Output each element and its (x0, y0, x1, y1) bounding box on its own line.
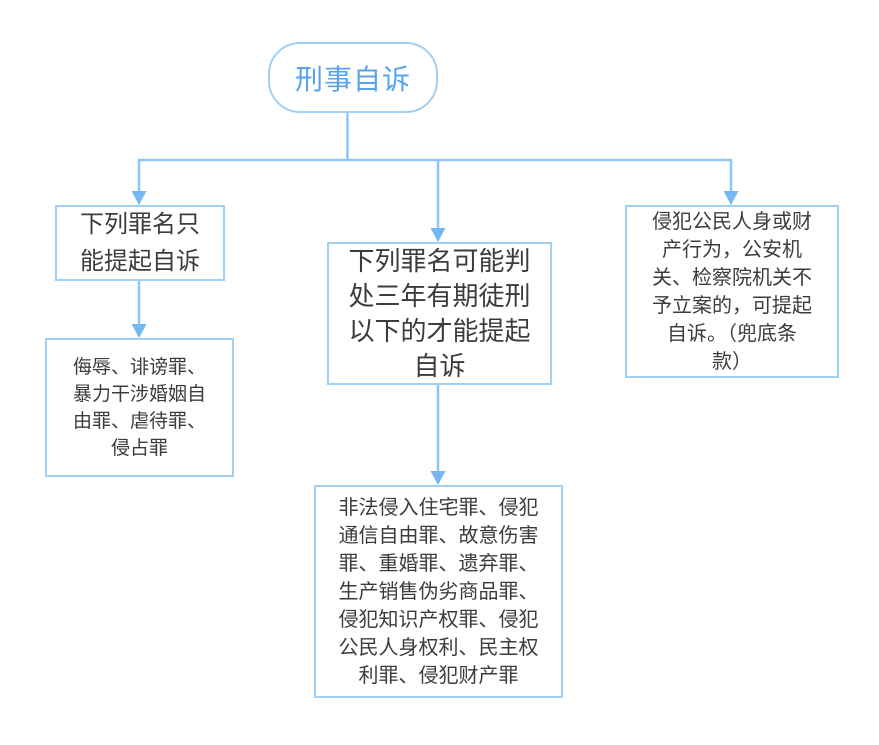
node-root-label: 刑事自诉 (294, 63, 411, 95)
arrowhead-middle-branch-icon (430, 228, 446, 242)
node-right-header-label: 侵犯公民人身或财 产行为，公安机 关、检察院机关不 予立案的，可提起 自诉。（兜… (652, 210, 812, 373)
arrowhead-right-branch-icon (723, 191, 739, 205)
node-left-detail-label: 侮辱、诽谤罪、 暴力干涉婚姻自 由罪、虐待罪、 侵占罪 (72, 356, 206, 459)
arrowhead-left-branch-icon (131, 191, 147, 205)
node-left-detail[interactable]: 侮辱、诽谤罪、 暴力干涉婚姻自 由罪、虐待罪、 侵占罪 (45, 338, 234, 477)
node-right-header[interactable]: 侵犯公民人身或财 产行为，公安机 关、检察院机关不 予立案的，可提起 自诉。（兜… (625, 205, 839, 378)
node-left-header[interactable]: 下列罪名只 能提起自诉 (55, 205, 225, 281)
arrowhead-middle-detail-icon (430, 471, 446, 485)
arrowhead-left-detail-icon (131, 324, 147, 338)
node-middle-detail[interactable]: 非法侵入住宅罪、侵犯 通信自由罪、故意伤害 罪、重婚罪、遗弃罪、 生产销售伪劣商… (314, 485, 563, 698)
node-left-header-label: 下列罪名只 能提起自诉 (80, 211, 200, 275)
node-root[interactable]: 刑事自诉 (268, 42, 438, 113)
node-middle-header-label: 下列罪名可能判 处三年有期徒刑 以下的才能提起 自诉 (348, 245, 531, 381)
node-middle-header[interactable]: 下列罪名可能判 处三年有期徒刑 以下的才能提起 自诉 (327, 242, 552, 385)
connector-branch-bracket (137, 158, 733, 192)
node-middle-detail-label: 非法侵入住宅罪、侵犯 通信自由罪、故意伤害 罪、重婚罪、遗弃罪、 生产销售伪劣商… (338, 496, 539, 687)
